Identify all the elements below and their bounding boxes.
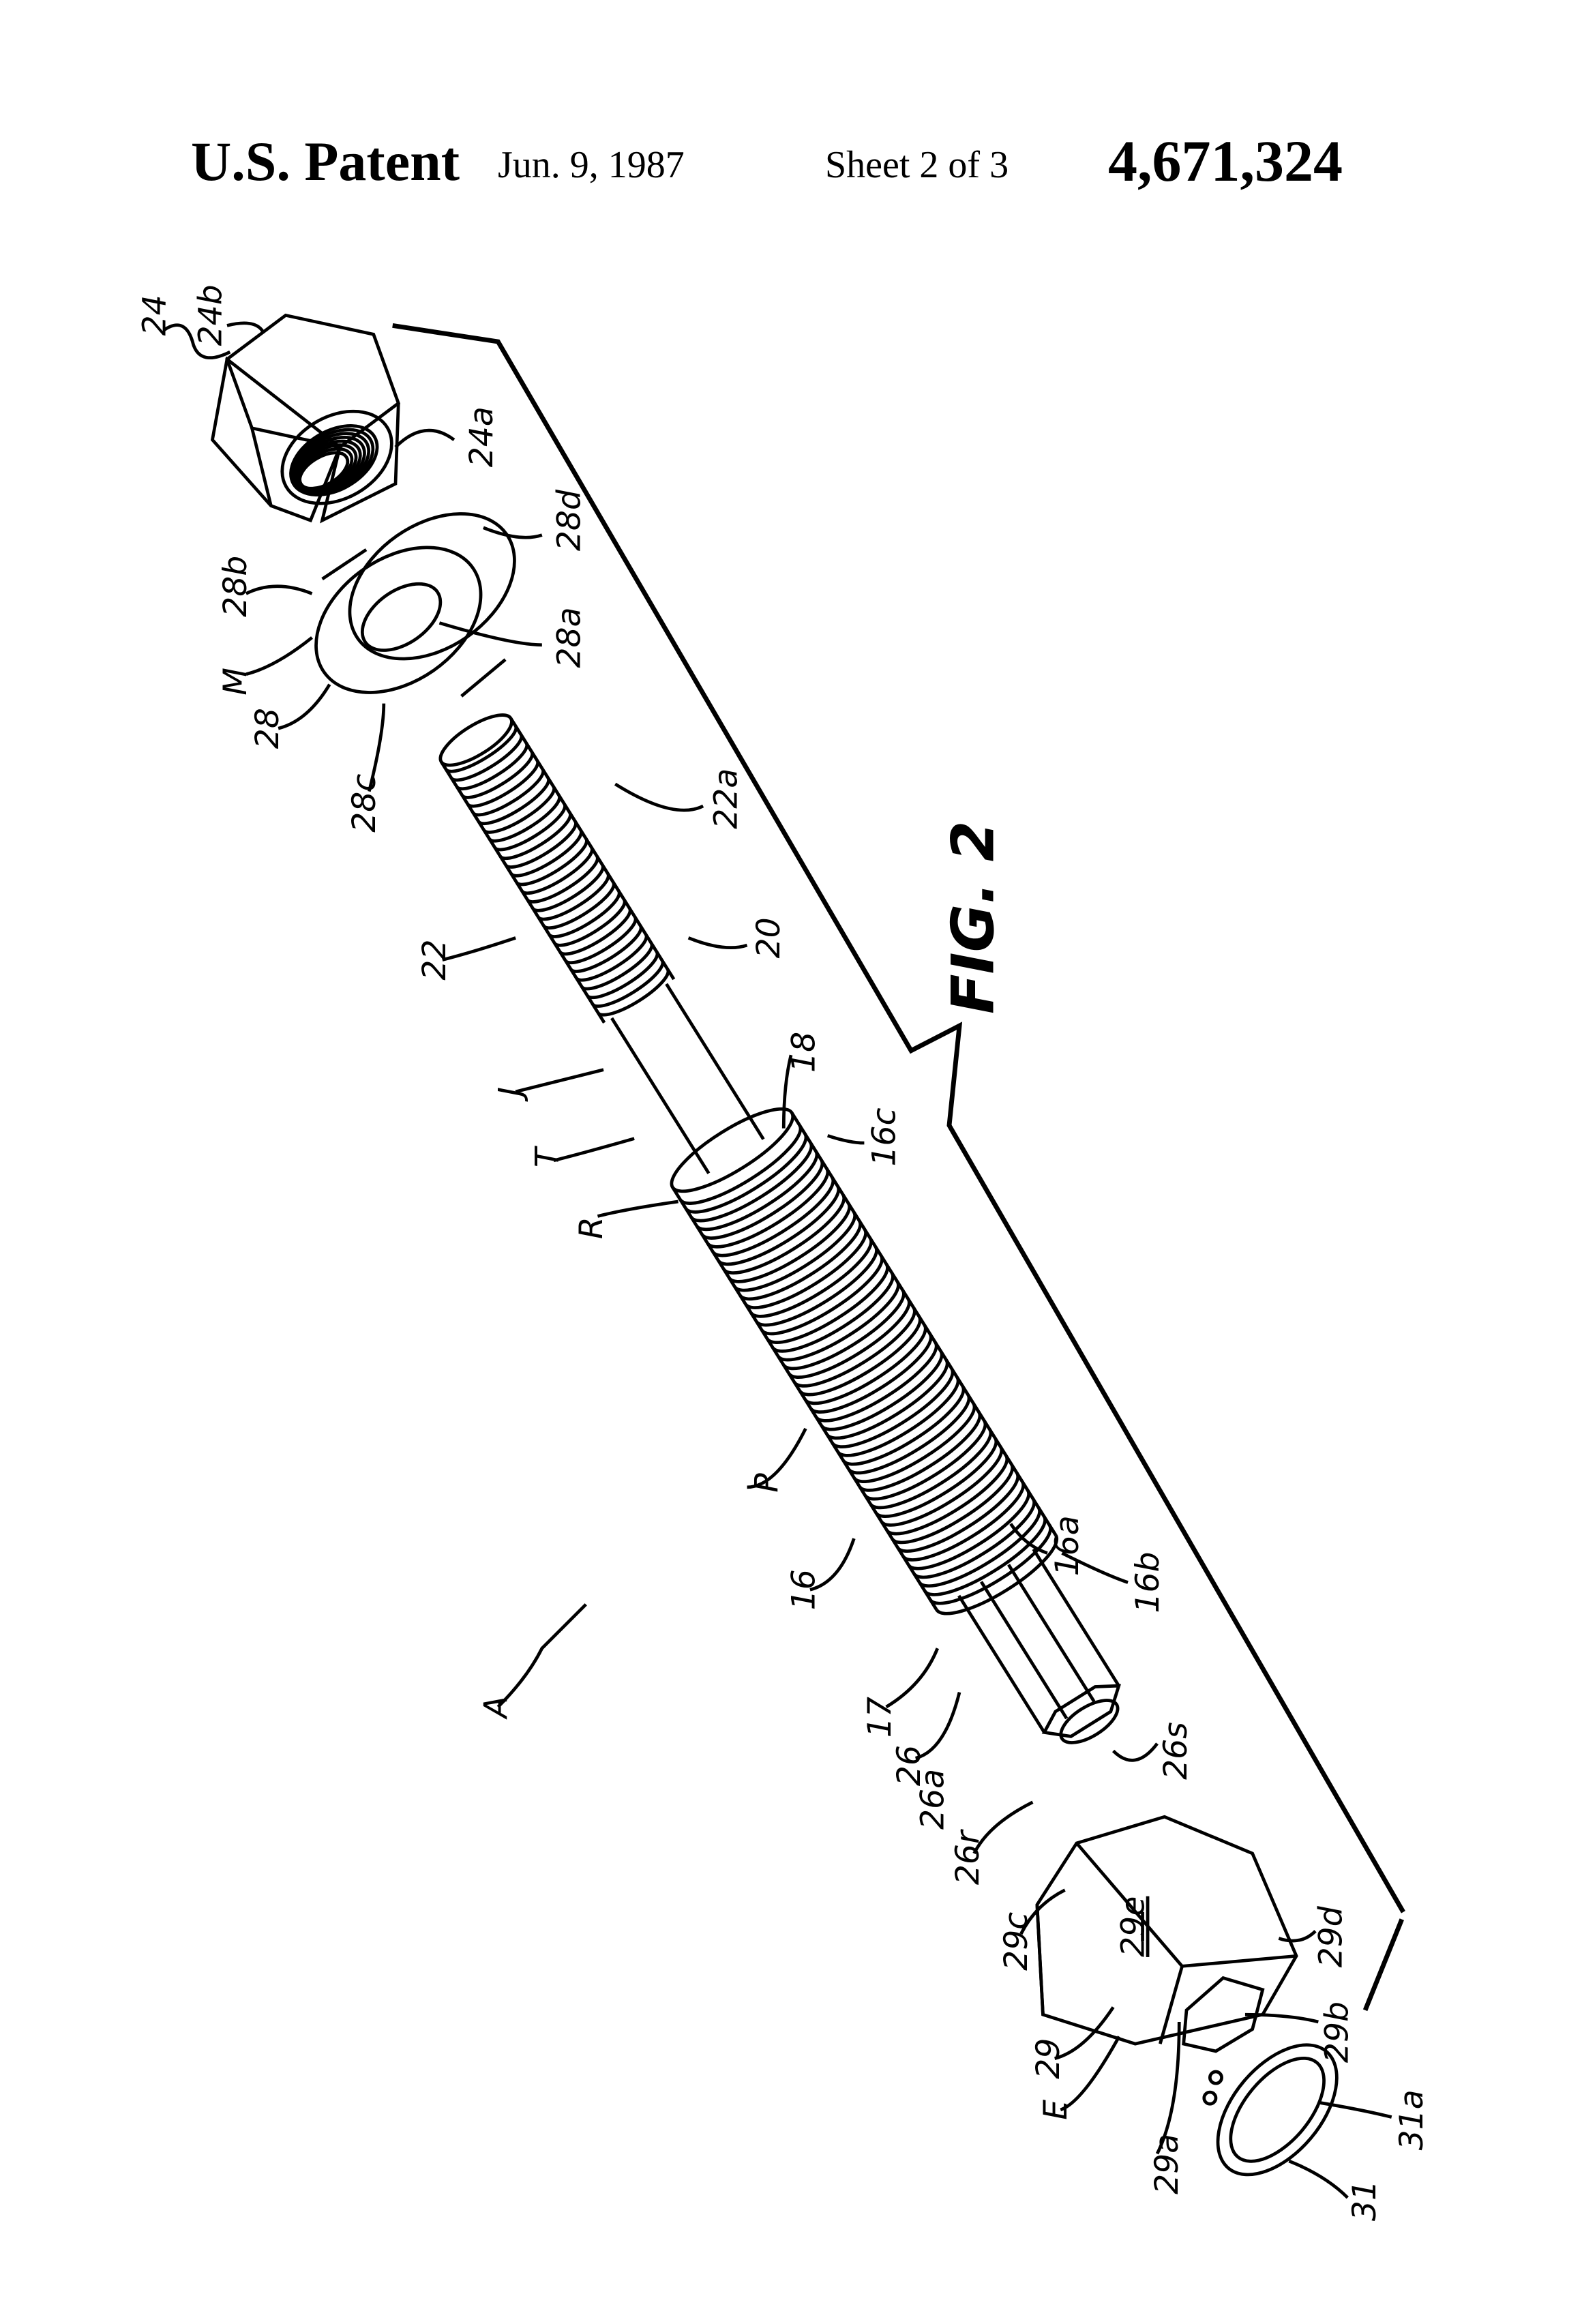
label-16: 16 xyxy=(785,1569,822,1610)
label-a: A xyxy=(477,1696,515,1720)
label-22: 22 xyxy=(416,939,453,980)
hex-nut-24 xyxy=(212,315,408,522)
label-e: E xyxy=(1037,2100,1075,2120)
label-26r: 26r xyxy=(949,1829,987,1885)
label-16b: 16b xyxy=(1129,1551,1167,1613)
label-t: T xyxy=(528,1146,566,1167)
hex-shank-26 xyxy=(959,1549,1134,1757)
label-26a: 26a xyxy=(914,1769,951,1830)
label-29: 29 xyxy=(1030,2038,1067,2079)
label-29c: 29c xyxy=(998,1912,1035,1971)
label-29d: 29d xyxy=(1313,1905,1350,1967)
label-28: 28 xyxy=(249,708,286,749)
label-31a: 31a xyxy=(1393,2089,1431,2150)
label-16a: 16a xyxy=(1049,1515,1086,1576)
label-28d: 28d xyxy=(551,489,588,551)
tie-rod-assembly xyxy=(408,690,1156,1771)
label-26s: 26s xyxy=(1157,1722,1195,1780)
rod-20 xyxy=(612,984,763,1174)
label-24a: 24a xyxy=(463,406,501,467)
figure-caption: FIG. 2 xyxy=(939,821,1007,1014)
label-22a: 22a xyxy=(708,769,745,829)
label-28c: 28c xyxy=(346,774,383,833)
label-m: M xyxy=(217,668,254,696)
label-20: 20 xyxy=(750,917,788,958)
threaded-body-16 xyxy=(661,1095,1066,1627)
label-29b: 29b xyxy=(1318,2001,1356,2063)
label-24: 24 xyxy=(136,295,174,336)
label-j: J xyxy=(492,1087,530,1102)
label-17: 17 xyxy=(861,1697,899,1738)
label-29e: 29e xyxy=(1115,1896,1152,1957)
label-28a: 28a xyxy=(551,607,588,668)
leader-lines xyxy=(164,323,1392,2198)
bracket-outline-end xyxy=(1365,1920,1402,2010)
label-29a: 29a xyxy=(1148,2134,1186,2194)
label-16c: 16c xyxy=(866,1107,904,1166)
label-31: 31 xyxy=(1346,2180,1384,2221)
label-r: R xyxy=(573,1217,610,1239)
label-18: 18 xyxy=(785,1032,822,1073)
threaded-end-22 xyxy=(434,706,674,1023)
label-24b: 24b xyxy=(192,284,229,346)
label-28b: 28b xyxy=(217,556,254,617)
label-p: P xyxy=(749,1473,786,1493)
